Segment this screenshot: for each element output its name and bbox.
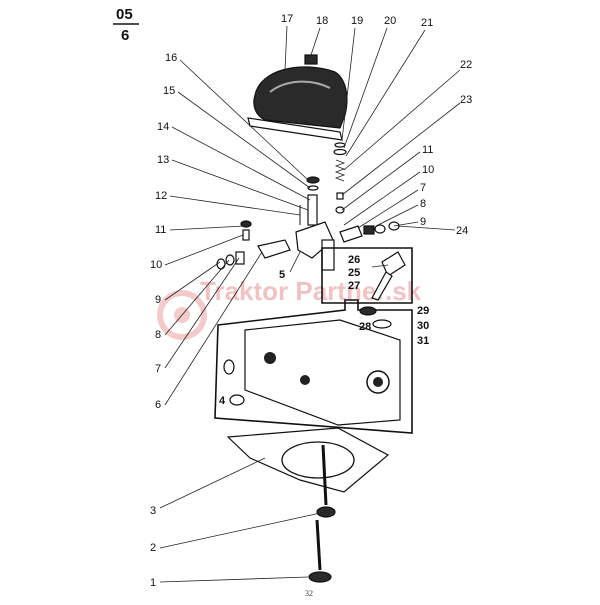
callout-16: 16 [165, 52, 177, 64]
section-number-bottom: 6 [121, 27, 129, 44]
callout-29: 29 [417, 305, 429, 317]
right-small-parts [339, 221, 400, 243]
callout-9-right: 9 [420, 216, 426, 228]
callout-10-right: 10 [422, 164, 434, 176]
callout-23: 23 [460, 94, 472, 106]
callout-25: 25 [348, 267, 360, 279]
valve-spring-stack [333, 142, 347, 214]
callout-11: 11 [155, 224, 166, 236]
gear-icon [157, 290, 207, 340]
callout-8: 8 [155, 329, 161, 341]
valves [308, 444, 336, 583]
section-header: 05 6 [113, 6, 139, 44]
callout-12: 12 [155, 190, 167, 202]
callout-13: 13 [157, 154, 169, 166]
callout-26: 26 [348, 254, 360, 266]
callout-7: 7 [155, 363, 161, 375]
callout-11-right: 11 [422, 144, 433, 156]
callout-27: 27 [348, 280, 360, 292]
head-gasket [226, 427, 390, 493]
callout-1: 1 [150, 577, 156, 589]
callout-21: 21 [421, 17, 433, 29]
callout-15: 15 [163, 85, 175, 97]
callout-8-right: 8 [420, 198, 426, 210]
cap-nut [304, 54, 318, 65]
washer-parts [359, 306, 392, 329]
callout-10: 10 [150, 259, 162, 271]
callout-28: 28 [359, 321, 371, 333]
valve-cover [247, 66, 348, 141]
leader-lines [159, 25, 461, 583]
callout-6: 6 [155, 399, 161, 411]
callout-3: 3 [150, 505, 156, 517]
left-small-parts [216, 220, 252, 270]
callout-9: 9 [155, 294, 161, 306]
section-number-top: 05 [116, 6, 133, 23]
callout-17: 17 [281, 13, 293, 25]
callout-22: 22 [460, 59, 472, 71]
callout-labels: 17 18 19 20 21 22 23 11 10 7 8 9 24 16 1… [150, 13, 472, 589]
callout-18: 18 [316, 15, 328, 27]
page-number: 32 [305, 589, 313, 598]
callout-30: 30 [417, 320, 429, 332]
callout-4: 4 [219, 395, 226, 407]
injector-group [321, 247, 413, 304]
callout-5: 5 [279, 269, 285, 281]
cylinder-head [214, 299, 413, 434]
callout-24: 24 [456, 225, 468, 237]
callout-14: 14 [157, 121, 169, 133]
callout-31: 31 [417, 335, 429, 347]
callout-19: 19 [351, 15, 363, 27]
callout-20: 20 [384, 15, 396, 27]
callout-7-right: 7 [420, 182, 426, 194]
callout-2: 2 [150, 542, 156, 554]
